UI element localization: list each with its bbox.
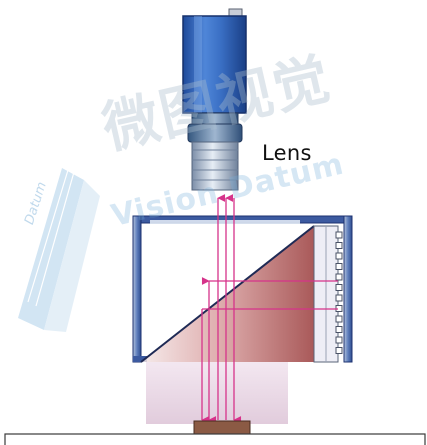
led xyxy=(335,273,343,281)
housing-right-wall xyxy=(343,215,353,363)
target-object xyxy=(193,420,251,435)
led xyxy=(335,252,343,260)
object-stage xyxy=(4,433,426,445)
housing-left-wall xyxy=(132,215,142,363)
led xyxy=(335,284,343,291)
led xyxy=(335,294,343,302)
beam-splitter xyxy=(140,225,315,363)
led xyxy=(335,347,343,354)
led xyxy=(335,231,343,239)
led xyxy=(335,336,343,344)
led xyxy=(335,263,343,270)
lens-label: Lens xyxy=(262,141,312,165)
led-board xyxy=(313,225,339,363)
led xyxy=(335,326,343,333)
housing-bottom-lip xyxy=(133,356,147,362)
camera xyxy=(182,8,247,126)
led-array xyxy=(335,231,343,354)
coaxial-light-housing xyxy=(132,215,353,363)
illumination-glow xyxy=(146,362,288,424)
watermark-logo xyxy=(18,168,100,332)
led xyxy=(335,315,343,323)
led xyxy=(335,242,343,249)
light-rays xyxy=(201,194,338,424)
lens xyxy=(187,123,243,191)
splitter-mirror xyxy=(140,225,315,363)
